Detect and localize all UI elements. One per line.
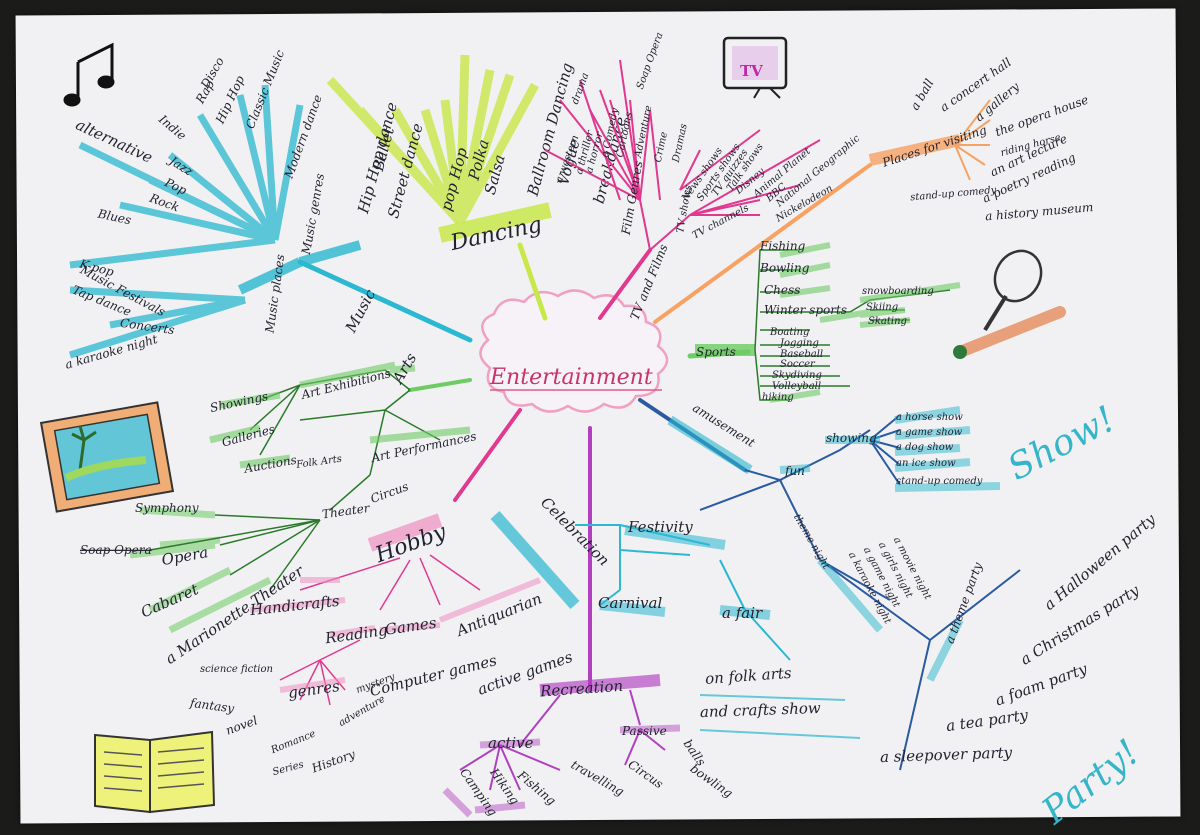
tv-films-branch: TV and Films Film Genres a western a thr… <box>544 31 862 322</box>
sport-item: Boating <box>769 327 809 338</box>
music-places-label: Music places <box>262 253 287 334</box>
festivity-label: Festivity <box>627 518 693 536</box>
reading-genres-label: genres <box>287 677 341 702</box>
film-genre: Adventure <box>633 105 655 160</box>
active-item: travelling <box>569 757 627 799</box>
performance-item: Theater <box>321 501 371 522</box>
passive-item: Circus <box>625 757 665 791</box>
music-genres-label: Music genres <box>299 172 327 256</box>
show-item: a horse show <box>896 412 963 423</box>
fair-detail: on folk arts <box>705 664 793 688</box>
reading-genre: History <box>309 747 357 776</box>
music-label: Music <box>341 286 379 336</box>
music-genre: Indie <box>155 112 189 143</box>
celebration-label: Celebration <box>537 494 613 570</box>
place-item: a ball <box>908 76 937 112</box>
performance-item: Circus <box>369 479 411 506</box>
party-item: a Christmas party <box>1017 581 1143 669</box>
sport-item: Soccer <box>780 359 816 370</box>
winter-sport-item: Skating <box>868 316 907 327</box>
film-genre: Soap Opera <box>635 31 666 91</box>
music-branch: Music Music genres alternative Blues Roc… <box>63 48 379 372</box>
exhibition-item: Auctions <box>242 453 298 476</box>
show-item: stand-up comedy <box>896 476 983 487</box>
film-genre: Dramas <box>671 123 690 165</box>
party-item: a foam party <box>993 659 1090 709</box>
winter-sport-item: Skiing <box>866 302 898 313</box>
fair-label: a fair <box>722 604 763 622</box>
sport-item: Jogging <box>778 338 819 349</box>
tv-drawing: TV <box>722 36 788 99</box>
sports-branch: Sports Fishing Bowling Chess Winter spor… <box>695 239 961 403</box>
reading-genre: novel <box>224 713 260 737</box>
sport-item: Fishing <box>759 239 806 253</box>
exhibition-item: Galleries <box>220 422 276 450</box>
reading-genre: fantasy <box>188 696 235 716</box>
theater-item: Symphony <box>135 501 199 515</box>
picture-frame-drawing <box>39 401 175 513</box>
sport-item: Skydiving <box>772 370 822 381</box>
places-branch: Places for visiting a ball a concert hal… <box>868 55 1094 223</box>
performance-item: Folk Arts <box>295 454 343 471</box>
exhibition-item: Showings <box>209 389 269 415</box>
hobby-item: Games <box>384 614 438 639</box>
reading-genre: Romance <box>269 728 318 756</box>
sport-item: Baseball <box>779 349 823 360</box>
reading-genre: adventure <box>337 694 387 729</box>
sport-item: Winter sports <box>764 303 847 317</box>
theme-night-label: theme night <box>791 512 832 572</box>
sports-label: Sports <box>696 345 736 359</box>
tv-label: TV <box>740 62 763 80</box>
recreation-branch: Recreation active Camping Hiking Fishing… <box>442 674 736 819</box>
winter-sport-item: snowboarding <box>862 286 934 297</box>
sport-item: Volleyball <box>772 381 821 392</box>
reading-genre: Series <box>271 759 305 778</box>
arts-label: Arts <box>388 350 421 388</box>
book-drawing <box>94 730 216 814</box>
music-note-drawing <box>63 42 115 107</box>
center-topic: Entertainment <box>489 365 653 390</box>
theater-item: Soap Opera <box>80 543 152 557</box>
music-genre: Disco <box>197 55 226 92</box>
party-item: a sleepover party <box>880 743 1013 766</box>
show-doodle-text: Show! <box>1001 399 1122 489</box>
reading-genre: science fiction <box>200 664 273 675</box>
fun-label: fun <box>784 464 805 478</box>
places-label: Places for visiting <box>880 123 989 170</box>
show-item: a game show <box>896 427 963 438</box>
racket-and-bat-drawing <box>953 249 1066 359</box>
theater-branch: Symphony Soap Opera Opera Cabaret a Mari… <box>80 501 321 668</box>
film-genre: Crime <box>653 131 670 164</box>
sport-item: Bowling <box>759 261 810 275</box>
party-doodle-text: Party! <box>1034 732 1147 833</box>
film-genres-label: Film Genres <box>619 160 646 237</box>
arts-branch: Arts Art Exhibitions Showings Galleries … <box>209 350 478 522</box>
passive-label: Passive <box>621 724 667 738</box>
showing-label: showing <box>826 431 877 445</box>
sport-item: hiking <box>762 392 794 403</box>
carnival-label: Carnival <box>598 594 662 612</box>
party-item: a Halloween party <box>1040 510 1159 614</box>
hobby-item: Reading <box>323 621 389 648</box>
passive-item: bowling <box>688 761 736 800</box>
recreation-label: Recreation <box>538 677 623 701</box>
place-item: a history museum <box>984 200 1093 223</box>
show-item: an ice show <box>896 458 956 469</box>
party-item: a tea party <box>945 706 1030 735</box>
show-item: a dog show <box>896 442 954 453</box>
fair-detail: and crafts show <box>700 699 821 721</box>
center-node: Entertainment <box>479 289 669 413</box>
sport-item: Chess <box>764 283 800 297</box>
art-exhibitions-label: Art Exhibitions <box>299 366 392 402</box>
active-label: active <box>488 734 534 752</box>
